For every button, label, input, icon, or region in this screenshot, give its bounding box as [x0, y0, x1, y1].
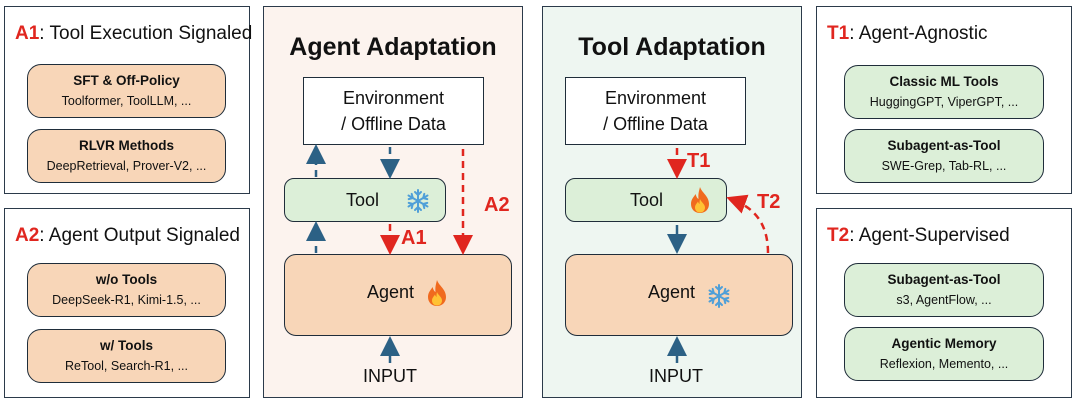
t2-panel-title: T2: Agent-Supervised [827, 225, 1010, 247]
environment-label: Environment [342, 88, 445, 108]
card-title: w/o Tools [95, 272, 158, 287]
card-examples: Toolformer, ToolLLM, ... [61, 94, 192, 108]
t1-panel: T1: Agent-Agnostic Classic ML Tools Hugg… [816, 6, 1072, 194]
a2-tag: A2 [15, 225, 40, 246]
t2-panel: T2: Agent-Supervised Subagent-as-Tool s3… [816, 208, 1072, 398]
a1-panel: A1: Tool Execution Signaled SFT & Off-Po… [4, 6, 252, 194]
agent-box: Agent [565, 254, 793, 336]
a2-title-text: : Agent Output Signaled [39, 225, 241, 246]
subagent-as-tool-card: Subagent-as-Tool SWE-Grep, Tab-RL, ... [844, 129, 1044, 183]
card-examples: HuggingGPT, ViperGPT, ... [869, 95, 1019, 109]
a2-arrow-label: A2 [484, 194, 510, 216]
a2-panel-title: A2: Agent Output Signaled [15, 225, 240, 247]
card-title: Classic ML Tools [889, 74, 999, 89]
card-examples: SWE-Grep, Tab-RL, ... [881, 159, 1007, 173]
tool-adaptation-arrows [667, 148, 770, 363]
with-tools-card: w/ Tools ReTool, Search-R1, ... [27, 329, 226, 383]
t1-title-text: : Agent-Agnostic [849, 23, 988, 44]
card-title: RLVR Methods [79, 138, 174, 153]
a1-panel-title: A1: Tool Execution Signaled [15, 23, 252, 45]
environment-box: Environment / Offline Data [303, 77, 484, 145]
a2-panel: A2: Agent Output Signaled w/o Tools Deep… [4, 208, 250, 398]
classic-ml-tools-card: Classic ML Tools HuggingGPT, ViperGPT, .… [844, 65, 1044, 119]
fire-icon [428, 280, 446, 306]
sft-off-policy-card: SFT & Off-Policy Toolformer, ToolLLM, ..… [27, 64, 226, 118]
card-examples: ReTool, Search-R1, ... [65, 359, 188, 373]
card-examples: DeepRetrieval, Prover-V2, ... [46, 159, 207, 173]
input-label: INPUT [649, 366, 703, 386]
fire-icon [691, 187, 709, 213]
t2-arrow-label: T2 [757, 191, 781, 213]
card-title: Subagent-as-Tool [887, 138, 1001, 153]
agent-adaptation-panel: Agent Adaptation Environment / Offline D… [263, 6, 523, 398]
card-examples: Reflexion, Memento, ... [879, 357, 1009, 371]
card-examples: s3, AgentFlow, ... [896, 293, 992, 307]
agent-label: Agent [367, 282, 415, 302]
t2-red-arrow [726, 194, 770, 254]
tool-box: Tool [284, 178, 446, 222]
card-examples: DeepSeek-R1, Kimi-1.5, ... [52, 293, 201, 307]
offline-data-label: / Offline Data [603, 114, 708, 134]
without-tools-card: w/o Tools DeepSeek-R1, Kimi-1.5, ... [27, 263, 226, 317]
t2-title-text: : Agent-Supervised [849, 225, 1010, 246]
a1-title-text: : Tool Execution Signaled [39, 23, 253, 44]
t1-arrow-label: T1 [687, 150, 711, 172]
tool-label: Tool [346, 190, 380, 210]
t1-panel-title: T1: Agent-Agnostic [827, 23, 988, 45]
a1-tag: A1 [15, 23, 40, 44]
agent-adaptation-arrows [306, 144, 473, 363]
card-title: w/ Tools [100, 338, 153, 353]
environment-label: Environment [604, 88, 707, 108]
rlvr-methods-card: RLVR Methods DeepRetrieval, Prover-V2, .… [27, 129, 226, 183]
subagent-as-tool-card: Subagent-as-Tool s3, AgentFlow, ... [844, 263, 1044, 317]
snowflake-icon [407, 189, 429, 213]
environment-box: Environment / Offline Data [565, 77, 746, 145]
offline-data-label: / Offline Data [341, 114, 446, 134]
tool-adaptation-title: Tool Adaptation [578, 33, 766, 61]
input-label: INPUT [363, 366, 417, 386]
tool-adaptation-panel: Tool Adaptation Environment / Offline Da… [542, 6, 802, 398]
a1-arrow-label: A1 [401, 227, 427, 249]
agent-adaptation-title: Agent Adaptation [289, 33, 497, 61]
agent-label: Agent [648, 282, 696, 302]
agentic-memory-card: Agentic Memory Reflexion, Memento, ... [844, 327, 1044, 381]
tool-box: Tool [565, 178, 727, 222]
tool-label: Tool [630, 190, 664, 210]
snowflake-icon [708, 284, 730, 308]
t1-tag: T1 [827, 23, 850, 44]
card-title: Agentic Memory [891, 336, 997, 351]
card-title: Subagent-as-Tool [887, 272, 1001, 287]
card-title: SFT & Off-Policy [73, 73, 180, 88]
t2-tag: T2 [827, 225, 850, 246]
